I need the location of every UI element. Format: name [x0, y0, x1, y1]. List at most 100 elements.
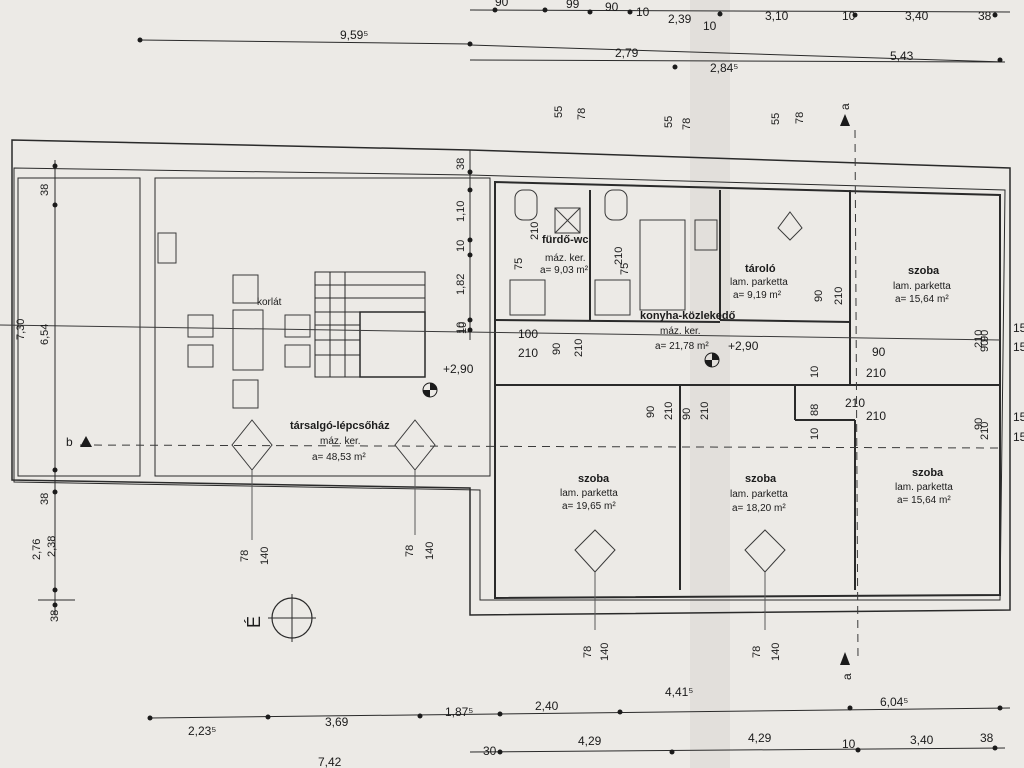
dim-bottom-10: 10: [842, 737, 856, 751]
room-label-szoba-se: szoba lam. parketta a= 15,64 m²: [895, 467, 953, 506]
dim-top-8: 10: [842, 9, 856, 23]
room-name-szoba-s: szoba: [745, 473, 777, 485]
door-dim-3: 75: [619, 263, 631, 275]
door-dim-17: 88: [809, 404, 821, 416]
room-floor-konyha: máz. ker.: [660, 326, 701, 337]
door-dim-27: 90: [979, 330, 991, 342]
dim-top-row3-3: 5,43: [890, 49, 914, 63]
north-arrow-circle-icon: [268, 594, 316, 642]
section-a-top-label: a: [838, 103, 852, 110]
level-stair-label: +2,90: [443, 362, 474, 376]
room-name-tarolo: tároló: [745, 263, 776, 275]
dim-top-3: 90: [605, 0, 619, 14]
door-dim-7: 90: [551, 343, 563, 355]
door-dim-9: 90: [645, 406, 657, 418]
level-marker-stair: [422, 382, 438, 398]
dim-bottom-11: 3,40: [910, 733, 934, 747]
section-b-marker: [80, 436, 92, 447]
door-dim-19: 210: [866, 409, 886, 423]
door-dim-1: 75: [513, 258, 525, 270]
dim-top-row3-1: 2,79: [615, 46, 639, 60]
door-dim-21: 10: [809, 428, 821, 440]
dim-left-1: 38: [39, 184, 51, 196]
door-dim-20: 10: [809, 366, 821, 378]
room-area-szoba-se: a= 15,64 m²: [897, 495, 951, 506]
room-label-szoba-s: szoba lam. parketta a= 18,20 m²: [730, 473, 788, 514]
dim-bottom-4: 2,40: [535, 699, 559, 713]
dim-height-6: 78: [794, 112, 806, 124]
door-dim-11: 90: [681, 408, 693, 420]
dim-bottom-7: 30: [483, 744, 497, 758]
left-dimension-ticks: [52, 163, 58, 608]
dim-center-5: 10: [455, 322, 467, 334]
room-area-konyha: a= 21,78 m²: [655, 341, 709, 352]
door-dim-16: 210: [866, 366, 886, 380]
room-floor-szoba-sw: lam. parketta: [560, 488, 618, 499]
window-leader-lines: [251, 470, 766, 630]
room-floor-szoba-s: lam. parketta: [730, 489, 788, 500]
north-label: É: [244, 616, 264, 628]
room-area-szoba-sw: a= 19,65 m²: [562, 501, 616, 512]
left-dimension-chain: [38, 160, 75, 615]
level-hall-label: +2,90: [728, 339, 759, 353]
dim-left-6: 2,38: [46, 536, 58, 557]
dim-bottom-9: 4,29: [748, 731, 772, 745]
room-name-tarsalgo: társalgó-lépcsőház: [290, 420, 390, 432]
door-dim-12: 210: [699, 402, 711, 420]
room-label-konyha: konyha-közlekedő máz. ker. a= 21,78 m²: [640, 310, 736, 352]
room-label-taroló: tároló lam. parketta a= 9,19 m²: [730, 263, 788, 301]
window-dim-2: 140: [259, 547, 271, 565]
room-area-szoba-s: a= 18,20 m²: [732, 503, 786, 514]
door-dim-23: 90: [979, 340, 991, 352]
section-b-label: b: [66, 435, 73, 449]
dim-top-5: 2,39: [668, 12, 692, 26]
dim-center-2: 1,10: [455, 201, 467, 222]
level-marker-hall: [704, 352, 720, 368]
staircase: [314, 271, 426, 378]
dim-center-1: 38: [455, 158, 467, 170]
dim-top-6: 10: [703, 19, 717, 33]
section-line-a: [854, 129, 859, 661]
door-dim-31: 15: [1013, 430, 1024, 444]
dim-bottom-2: 3,69: [325, 715, 349, 729]
room-name-szoba-se: szoba: [912, 467, 944, 479]
room-name-konyha: konyha-közlekedő: [640, 310, 736, 322]
window-dim-5: 78: [582, 646, 594, 658]
top-dimension-chains: [139, 9, 1011, 63]
dim-left-2: 38: [39, 493, 51, 505]
window-dim-8: 140: [770, 643, 782, 661]
room-area-tarsalgo: a= 48,53 m²: [312, 452, 366, 463]
dim-top-4: 10: [636, 5, 650, 19]
section-a-bottom-marker: [840, 652, 850, 665]
room-area-szoba-ne: a= 15,64 m²: [895, 294, 949, 305]
section-a-top-marker: [840, 114, 850, 126]
outer-walls: [11, 139, 1011, 616]
dim-center-3: 10: [455, 240, 467, 252]
room-area-furdo: a= 9,03 m²: [540, 265, 589, 276]
door-dim-24: 210: [973, 330, 985, 348]
dim-bottom-5: 4,41⁵: [665, 685, 693, 699]
door-dim-5: 100: [518, 327, 538, 341]
room-name-furdo: fürdő-wc: [542, 234, 588, 246]
dim-bottom-8: 4,29: [578, 734, 602, 748]
room-floor-tarsalgo: máz. ker.: [320, 436, 361, 447]
room-floor-furdo: máz. ker.: [545, 253, 586, 264]
door-dim-10: 210: [663, 402, 675, 420]
room-floor-szoba-ne: lam. parketta: [893, 281, 951, 292]
room-label-tarsalgo: társalgó-lépcsőház máz. ker. a= 48,53 m²: [290, 420, 390, 463]
dim-bottom-13: 7,42: [318, 755, 342, 768]
window-dim-7: 78: [751, 646, 763, 658]
window-dim-3: 78: [404, 545, 416, 557]
room-label-szoba-sw: szoba lam. parketta a= 19,65 m²: [560, 473, 618, 512]
center-dimension-ticks: [467, 169, 473, 333]
door-dim-4: 210: [613, 247, 625, 265]
dim-left-7: 38: [49, 610, 61, 622]
dim-top-1: 90: [495, 0, 509, 9]
section-a-bottom-label: a: [840, 673, 854, 680]
room-name-szoba-ne: szoba: [908, 265, 940, 277]
dim-top-10: 38: [978, 9, 992, 23]
room-label-furdo: fürdő-wc máz. ker. a= 9,03 m²: [540, 234, 589, 276]
door-dim-25: 210: [979, 422, 991, 440]
door-dim-2: 210: [529, 222, 541, 240]
